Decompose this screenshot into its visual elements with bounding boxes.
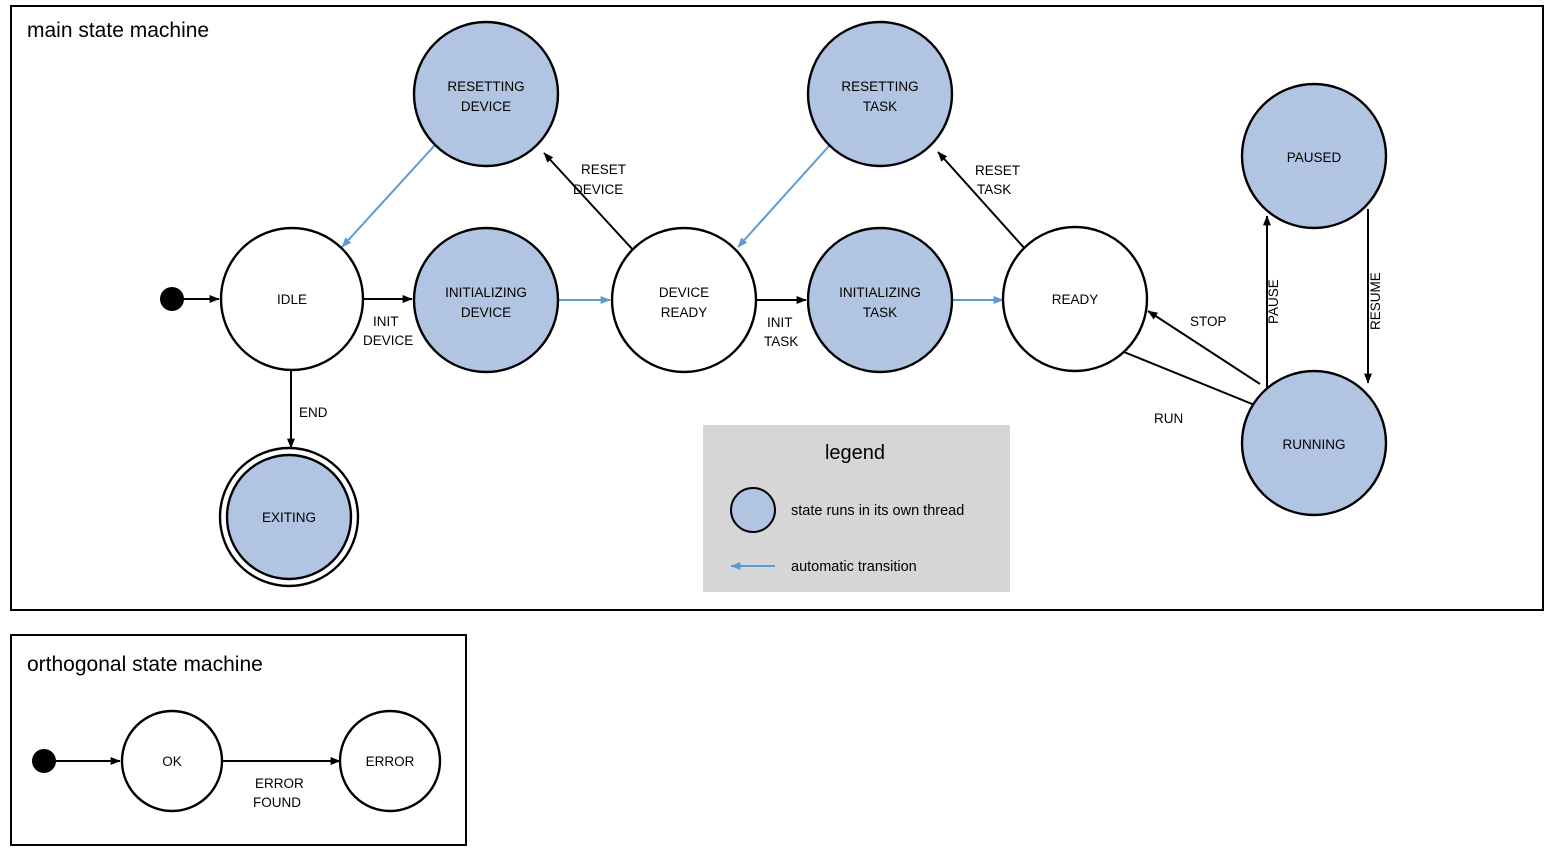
state-exiting-outer-ring [218, 446, 360, 588]
legend-automatic-transition-text: automatic transition [791, 559, 917, 575]
orthogonal-state-error-circle[interactable] [338, 709, 442, 813]
orthogonal-start-state-dot [32, 749, 56, 773]
orthogonal-state-error-label: ERROR [366, 754, 415, 769]
state-initializing-device-circle[interactable] [412, 226, 560, 374]
state-resetting-task-circle[interactable] [806, 20, 954, 168]
state-resetting-device-circle[interactable] [412, 20, 560, 168]
transition-device-ready-to-resetting-device-line [543, 152, 635, 252]
transition-label-reset-device-line2: DEVICE [573, 182, 623, 197]
state-exiting-circle[interactable] [225, 453, 353, 581]
transition-resetting-task-to-device-ready [737, 145, 830, 248]
state-ready[interactable]: READY [1001, 225, 1149, 373]
transition-ready-to-running: RUN [1123, 351, 1263, 426]
transition-idle-to-exiting: END [287, 370, 328, 449]
state-initializing-task[interactable]: INITIALIZING TASK [806, 226, 954, 374]
state-exiting[interactable]: EXITING [218, 446, 360, 588]
state-running-circle[interactable] [1240, 369, 1388, 517]
transition-label-resume: RESUME [1368, 272, 1383, 330]
state-paused-circle[interactable] [1240, 82, 1388, 230]
start-state-dot [160, 287, 184, 311]
state-initializing-device-label-line2: DEVICE [461, 305, 511, 320]
transition-device-ready-to-initializing-task: INIT TASK [757, 296, 807, 349]
state-resetting-task-label-line1: RESETTING [841, 79, 918, 94]
transition-label-init-device-line2: DEVICE [363, 333, 413, 348]
legend-thread-state-circle-icon [730, 487, 776, 533]
legend-thread-state-text: state runs in its own thread [791, 503, 964, 519]
orthogonal-transition-label-error-found-line1: ERROR [255, 776, 304, 791]
legend-item-thread-state: state runs in its own thread [730, 487, 964, 533]
state-paused-label: PAUSED [1287, 150, 1342, 165]
transition-idle-to-initializing-device: INIT DEVICE [363, 295, 413, 348]
state-resetting-task-label-line2: TASK [863, 99, 897, 114]
orthogonal-transition-label-error-found-line2: FOUND [253, 795, 301, 810]
main-container-title: main state machine [27, 19, 209, 42]
state-device-ready-label-line1: DEVICE [659, 285, 709, 300]
transition-resetting-device-to-idle-line [341, 144, 436, 248]
legend-item-automatic-transition: automatic transition [730, 559, 917, 575]
orthogonal-state-ok-label: OK [162, 754, 182, 769]
legend-title: legend [825, 442, 885, 464]
orthogonal-state-machine-container: orthogonal state machine ERROR FOUND OK [10, 634, 467, 846]
state-ready-label: READY [1052, 292, 1099, 307]
transition-label-pause: PAUSE [1266, 279, 1281, 324]
state-device-ready-circle[interactable] [610, 226, 758, 374]
state-resetting-device[interactable]: RESETTING DEVICE [412, 20, 560, 168]
state-initializing-task-label-line1: INITIALIZING [839, 285, 921, 300]
transition-label-reset-task-line2: TASK [977, 182, 1011, 197]
orthogonal-state-ok-circle[interactable] [120, 709, 224, 813]
orthogonal-transition-ok-to-error: ERROR FOUND [222, 757, 341, 810]
state-resetting-task[interactable]: RESETTING TASK [806, 20, 954, 168]
state-initializing-task-circle[interactable] [806, 226, 954, 374]
transition-running-to-ready-line [1147, 310, 1261, 385]
state-initializing-task-label-line2: TASK [863, 305, 897, 320]
state-resetting-device-label-line2: DEVICE [461, 99, 511, 114]
state-paused[interactable]: PAUSED [1240, 82, 1388, 230]
orthogonal-state-ok[interactable]: OK [120, 709, 224, 813]
state-initializing-device-label-line1: INITIALIZING [445, 285, 527, 300]
transition-label-reset-task-line1: RESET [975, 163, 1020, 178]
state-ready-circle[interactable] [1001, 225, 1149, 373]
state-resetting-device-label-line1: RESETTING [447, 79, 524, 94]
transition-resetting-task-to-device-ready-line [737, 145, 830, 248]
transition-ready-to-resetting-task: RESET TASK [937, 151, 1027, 251]
state-idle[interactable]: IDLE [219, 226, 365, 372]
transition-paused-to-running: RESUME [1364, 209, 1383, 384]
orthogonal-container-title: orthogonal state machine [27, 653, 263, 676]
orthogonal-state-error[interactable]: ERROR [338, 709, 442, 813]
state-device-ready-label-line2: READY [661, 305, 708, 320]
transition-ready-to-resetting-task-line [937, 151, 1027, 251]
transition-running-to-paused: PAUSE [1263, 215, 1281, 390]
transition-label-reset-device-line1: RESET [581, 162, 626, 177]
transition-label-end: END [299, 405, 328, 420]
transition-resetting-device-to-idle [341, 144, 436, 248]
transition-running-to-ready: STOP [1147, 310, 1261, 385]
state-initializing-device[interactable]: INITIALIZING DEVICE [412, 226, 560, 374]
state-idle-circle[interactable] [219, 226, 365, 372]
state-running[interactable]: RUNNING [1240, 369, 1388, 517]
state-running-label: RUNNING [1283, 437, 1346, 452]
state-exiting-label: EXITING [262, 510, 316, 525]
transition-label-stop: STOP [1190, 314, 1227, 329]
state-idle-label: IDLE [277, 292, 307, 307]
state-device-ready[interactable]: DEVICE READY [610, 226, 758, 374]
transition-label-init-task-line1: INIT [767, 315, 793, 330]
transition-label-init-task-line2: TASK [764, 334, 798, 349]
transition-device-ready-to-resetting-device: RESET DEVICE [543, 152, 635, 252]
transition-ready-to-running-line [1123, 351, 1263, 409]
legend: legend state runs in its own thread auto… [703, 425, 1010, 592]
transition-label-run: RUN [1154, 411, 1183, 426]
transition-label-init-device-line1: INIT [373, 314, 399, 329]
